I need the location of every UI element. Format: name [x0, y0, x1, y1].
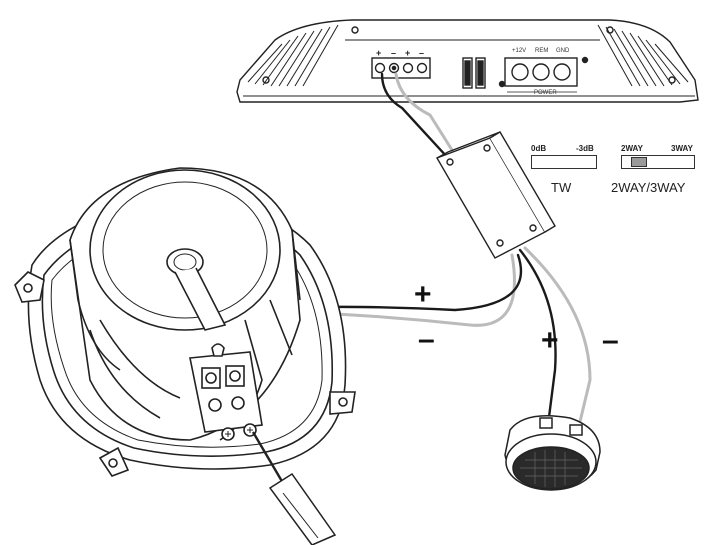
- tweeter-plus-sign: +: [541, 324, 559, 357]
- way-switch-left-label: 2WAY: [621, 144, 643, 153]
- wire-amp-black: [380, 72, 450, 160]
- wire-tweeter-gray: [523, 246, 592, 432]
- tw-switch-caption: TW: [551, 180, 572, 195]
- woofer-minus-sign: –: [418, 323, 435, 356]
- amplifier: [236, 19, 699, 103]
- amp-terminal-sign-4: –: [419, 48, 425, 58]
- amp-power-label-rem: REM: [535, 48, 549, 54]
- amp-terminal-sign-3: +: [405, 48, 411, 58]
- tw-switch-right-label: -3dB: [576, 144, 594, 153]
- amp-power-caption: POWER: [534, 90, 557, 96]
- tweeter: [504, 415, 601, 491]
- woofer-plus-sign: +: [414, 278, 432, 311]
- tw-switch[interactable]: [531, 155, 597, 169]
- tw-switch-left-label: 0dB: [531, 144, 547, 153]
- way-switch[interactable]: [621, 155, 695, 169]
- amp-terminal-sign-1: +: [376, 48, 382, 58]
- crossover-box: [435, 131, 556, 259]
- amp-power-label-gnd: GND: [556, 48, 570, 54]
- wire-tweeter-black: [518, 248, 557, 427]
- amplifier-fins-left: [247, 24, 339, 87]
- amp-terminal-sign-2: –: [391, 48, 397, 58]
- woofer: [14, 167, 356, 477]
- way-switch-knob[interactable]: [631, 157, 647, 167]
- way-switch-caption: 2WAY/3WAY: [611, 180, 686, 195]
- amplifier-fins-right: [597, 24, 689, 87]
- wire-amp-gray: [394, 72, 454, 152]
- screwdriver: [251, 431, 337, 545]
- way-switch-right-label: 3WAY: [671, 144, 693, 153]
- amp-power-label-12v: +12V: [512, 48, 527, 54]
- tweeter-minus-sign: –: [602, 324, 619, 357]
